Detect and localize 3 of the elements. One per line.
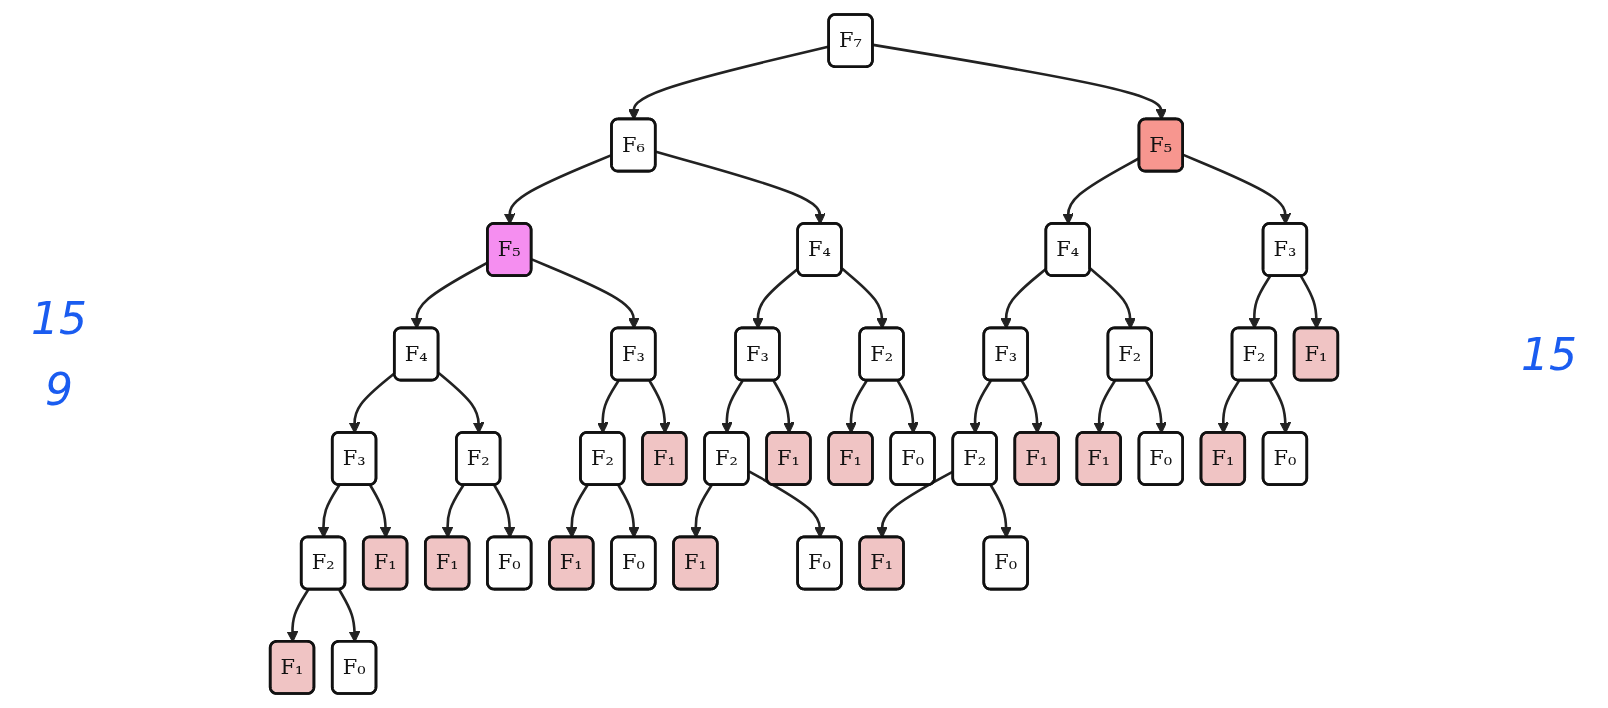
handwritten-note: 9 xyxy=(45,364,73,415)
handwritten-note: 15 xyxy=(31,293,87,344)
handwritten-note: 15 xyxy=(1521,328,1577,380)
